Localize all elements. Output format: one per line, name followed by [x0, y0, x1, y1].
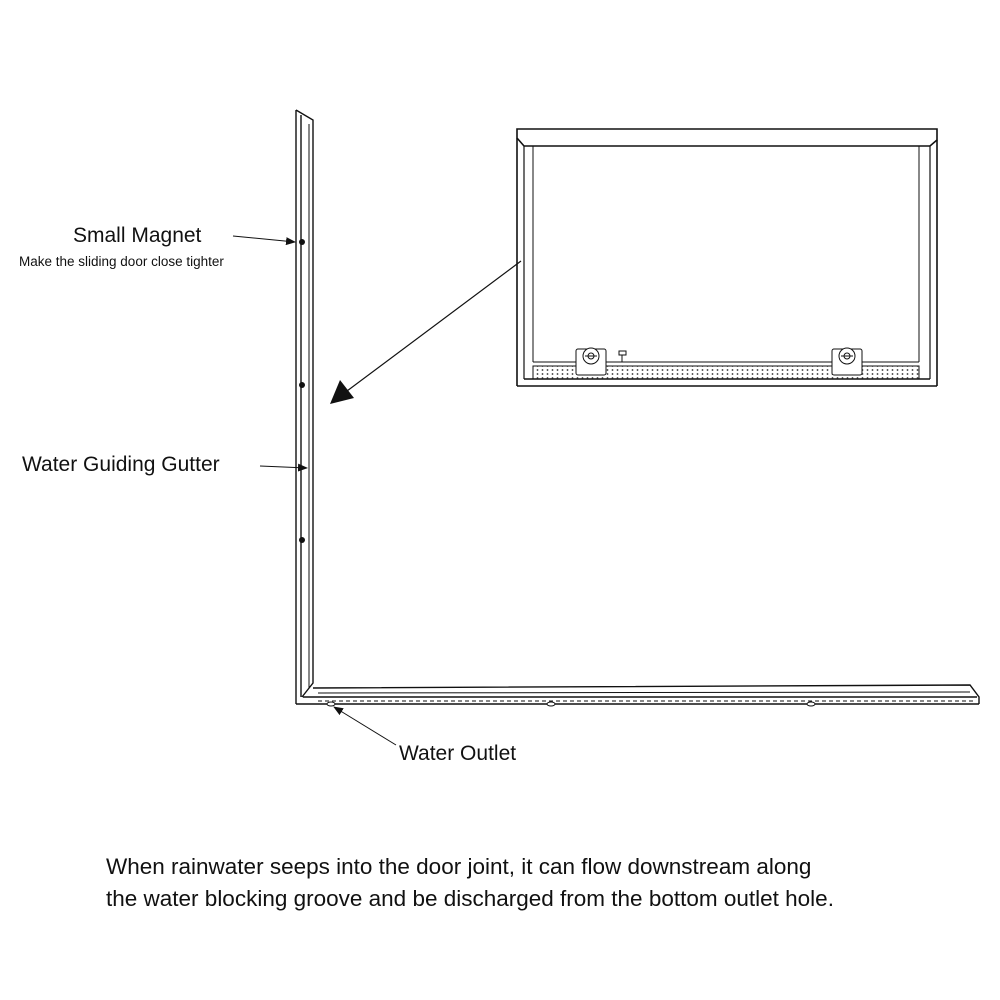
- roller-right-icon: [831, 347, 863, 376]
- bottom-gutter-profile: [296, 684, 980, 705]
- small-magnet-label: Small Magnet: [73, 224, 202, 247]
- magnet-leader: [232, 235, 296, 246]
- roller-left-icon: [575, 347, 607, 376]
- detail-arrow: [330, 260, 522, 404]
- caption: When rainwater seeps into the door joint…: [106, 851, 966, 915]
- magnet-dots: [299, 239, 305, 543]
- outlet-hole: [326, 701, 336, 707]
- magnet-dot: [299, 537, 305, 543]
- vertical-gutter-profile: [295, 109, 314, 704]
- magnet-dot: [299, 382, 305, 388]
- outlet-leader: [333, 706, 397, 746]
- outlet-hole: [546, 701, 556, 707]
- gutter-leader: [259, 463, 308, 472]
- magnet-dot: [299, 239, 305, 245]
- door-frame-section: [516, 128, 938, 387]
- caption-line-1: When rainwater seeps into the door joint…: [106, 854, 812, 879]
- outlet-hole: [806, 701, 816, 707]
- caption-line-2: the water blocking groove and be dischar…: [106, 886, 834, 911]
- water-outlet-label: Water Outlet: [399, 742, 517, 765]
- leader-lines: [232, 235, 397, 746]
- small-magnet-note: Make the sliding door close tighter: [19, 254, 224, 269]
- water-guiding-gutter-label: Water Guiding Gutter: [22, 453, 220, 476]
- outlet-holes: [326, 701, 816, 707]
- small-clip-icon: [618, 350, 627, 362]
